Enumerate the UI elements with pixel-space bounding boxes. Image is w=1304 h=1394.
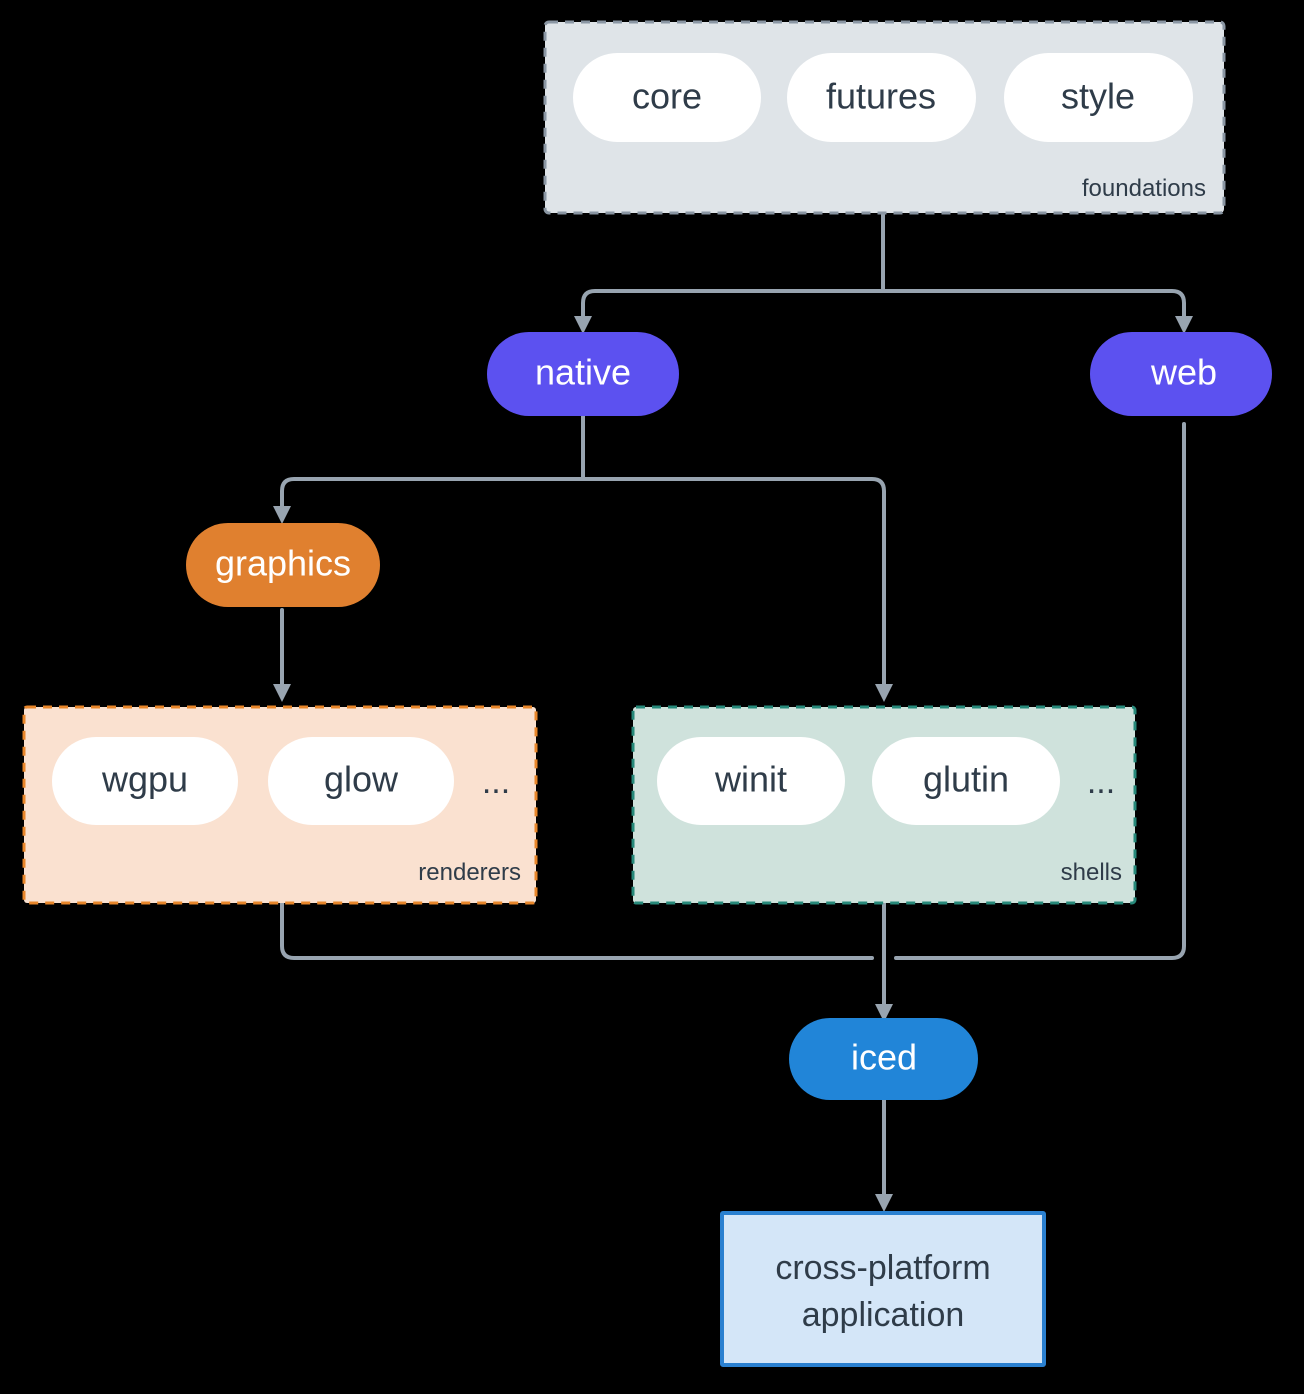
node-web-shape[interactable] [1090,332,1272,416]
pill-glutin-label: glutin [923,759,1009,800]
edge-foundations-to-web [881,289,1186,324]
pill-wgpu[interactable] [52,737,238,825]
node-native-shape[interactable] [487,332,679,416]
edge-native-to-shells [581,477,886,690]
node-web-label: web [1150,352,1217,393]
node-graphics[interactable]: graphics [186,523,380,607]
pill-futures[interactable] [787,53,976,142]
arrowhead-shells-top [875,684,893,702]
application-label-line2: application [802,1296,965,1334]
node-application[interactable]: cross-platform application [720,1211,1046,1367]
pill-winit[interactable] [657,737,845,825]
arrowhead-renderers-top [273,684,291,702]
group-shells: winit glutin ... shells [631,705,1137,905]
application-label-line1: cross-platform [775,1249,990,1287]
pill-futures-label: futures [826,76,936,117]
node-graphics-shape[interactable] [186,523,380,607]
node-iced-label: iced [851,1037,917,1078]
node-iced-shape[interactable] [789,1018,978,1100]
group-renderers: wgpu glow ... renderers [22,705,538,905]
arrowhead-graphics-top [273,506,291,524]
arrowhead-native-top [574,316,592,334]
arrowhead-web-top [1175,316,1193,334]
arrowhead-application-top [875,1194,893,1212]
foundations-group-label: foundations [1082,175,1206,202]
edge-foundations-to-native [581,289,885,324]
edge-renderers-to-bus [280,901,874,960]
pill-wgpu-label: wgpu [101,759,188,800]
pill-core-label: core [632,76,702,117]
renderers-ellipsis: ... [482,763,510,801]
edge-web-to-bus [894,422,1186,960]
arrowhead-iced-top [875,1004,893,1022]
shells-group-label: shells [1061,859,1122,886]
edge-layer [273,213,1193,1212]
node-iced[interactable]: iced [789,1018,978,1100]
pill-glow[interactable] [268,737,454,825]
group-foundations: core futures style foundations [543,20,1226,215]
node-native[interactable]: native [487,332,679,416]
pill-core[interactable] [573,53,761,142]
shells-ellipsis: ... [1087,763,1115,801]
pill-style[interactable] [1004,53,1193,142]
pill-glutin[interactable] [872,737,1060,825]
renderers-group-label: renderers [418,859,521,886]
application-box[interactable] [720,1211,1046,1367]
pill-glow-label: glow [324,759,399,800]
edge-native-to-graphics [280,477,585,514]
node-graphics-label: graphics [215,543,351,584]
pill-winit-label: winit [714,759,787,800]
node-native-label: native [535,352,631,393]
node-web[interactable]: web [1090,332,1272,416]
pill-style-label: style [1061,76,1135,117]
